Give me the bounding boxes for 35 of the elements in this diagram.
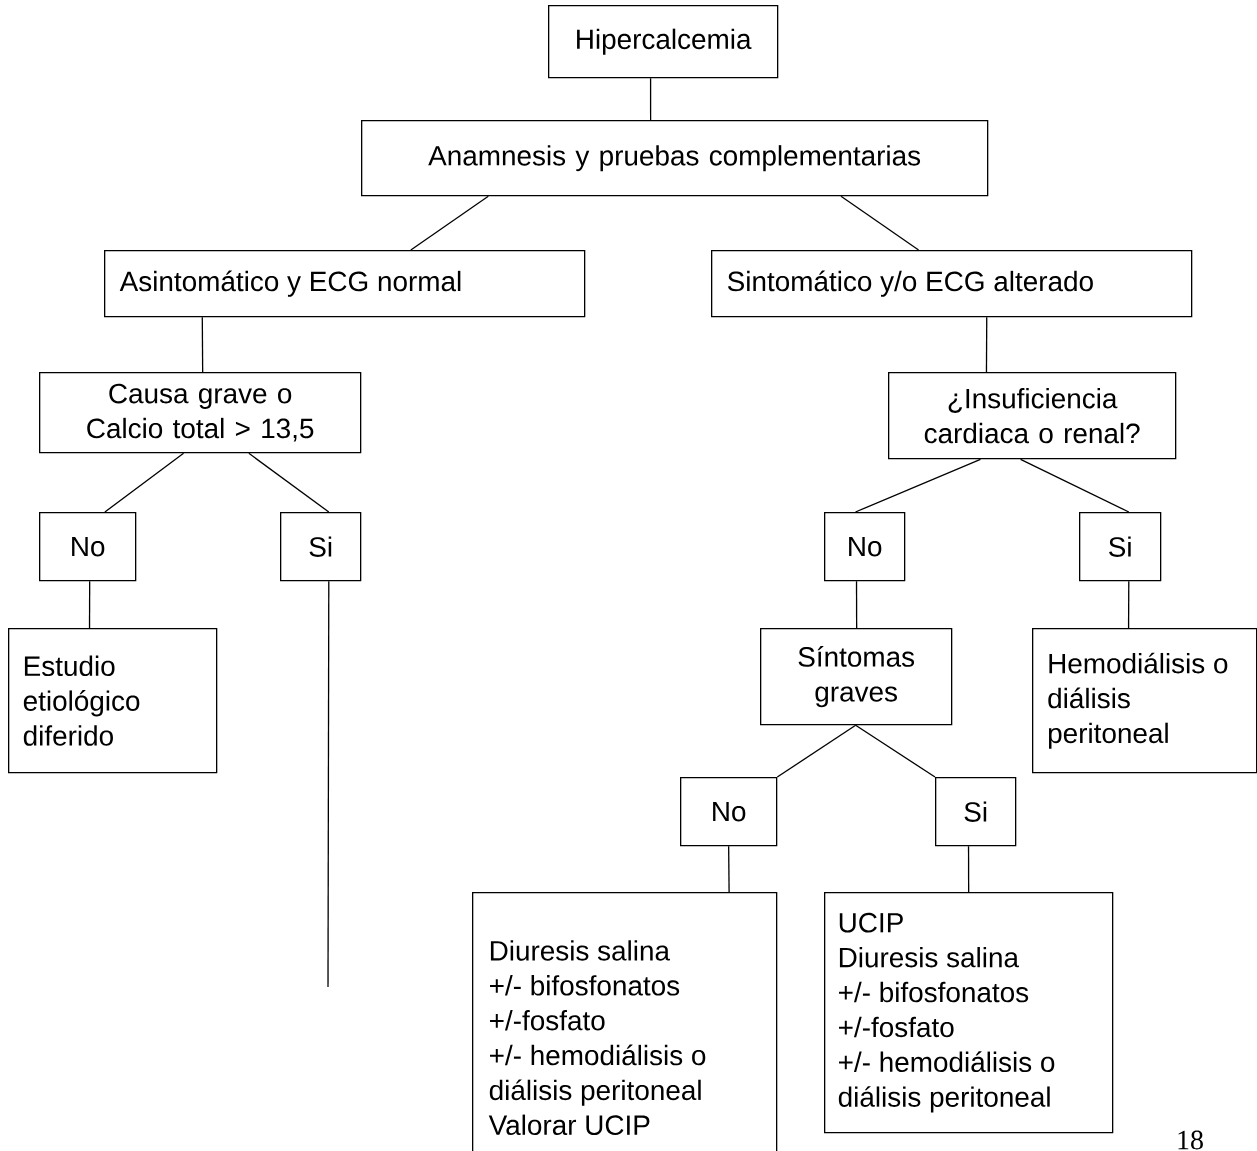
condition-box: Asintomático y ECG normal bbox=[104, 250, 586, 318]
answer-box: No bbox=[39, 512, 137, 582]
answer-box: Si bbox=[935, 777, 1017, 847]
connector-line bbox=[855, 724, 936, 778]
treatment-box: UCIP Diuresis salina +/- bifosfonatos +/-fosfato +/- hemodiálisis o diálisis peritoneal bbox=[824, 892, 1114, 1134]
outcome-box: Estudio etiológico diferido bbox=[8, 628, 218, 774]
connector-line bbox=[88, 580, 91, 629]
answer-box: No bbox=[680, 777, 778, 847]
treatment-box: Diuresis salina +/- bifosfonatos +/-fosfato +/- hemodiálisis o diálisis peritoneal Valorar UCIP bbox=[472, 892, 778, 1151]
process-box: Anamnesis y pruebas complementarias bbox=[361, 120, 989, 197]
connector-line bbox=[728, 845, 730, 893]
connector-line bbox=[104, 452, 185, 513]
decision-box: Causa grave o Calcio total > 13,5 bbox=[39, 372, 362, 454]
connector-line bbox=[840, 195, 920, 251]
connector-line bbox=[201, 316, 204, 373]
process-box: Hipercalcemia bbox=[548, 5, 779, 79]
connector-line bbox=[855, 580, 858, 629]
connector-line bbox=[649, 77, 652, 121]
connector-line bbox=[776, 724, 857, 778]
answer-box: Si bbox=[1079, 512, 1162, 582]
connector-line bbox=[967, 845, 970, 893]
decision-box: ¿Insuficiencia cardiaca o renal? bbox=[888, 372, 1177, 460]
decision-box: Síntomas graves bbox=[760, 628, 953, 726]
outcome-box: Hemodiálisis o diálisis peritoneal bbox=[1032, 628, 1257, 774]
connector-line bbox=[985, 316, 988, 373]
condition-box: Sintomático y/o ECG alterado bbox=[711, 250, 1193, 318]
page-number: 18 bbox=[1178, 1130, 1203, 1150]
answer-box: No bbox=[824, 512, 906, 582]
connector-line bbox=[1019, 458, 1130, 513]
connector-line bbox=[854, 458, 982, 513]
answer-box: Si bbox=[280, 512, 362, 582]
connector-line bbox=[327, 580, 330, 988]
connector-line bbox=[410, 195, 489, 251]
connector-line bbox=[248, 452, 330, 513]
connector-line bbox=[1127, 580, 1130, 629]
